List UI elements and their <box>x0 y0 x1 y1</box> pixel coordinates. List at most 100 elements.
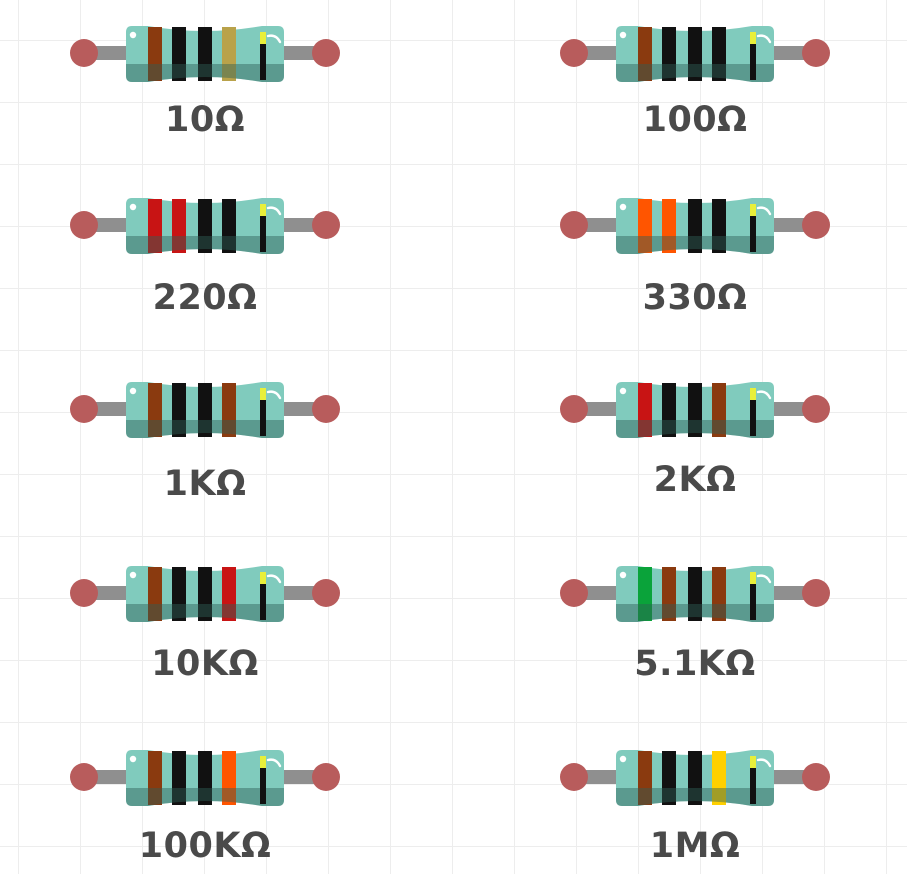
resistor-symbol <box>70 382 340 438</box>
highlight-arc <box>756 390 772 400</box>
resistor-220-ohm: 220Ω <box>60 186 350 318</box>
highlight-arc <box>756 34 772 44</box>
body-shadow <box>126 236 284 254</box>
end-marker <box>260 390 266 436</box>
color-band <box>638 751 652 805</box>
color-band <box>662 27 676 81</box>
resistor-330-ohm: 330Ω <box>550 186 840 318</box>
color-band <box>198 199 212 253</box>
end-marker-tip <box>750 204 756 216</box>
body-shadow <box>126 420 284 438</box>
lead-tip-right <box>802 763 830 791</box>
resistor-symbol <box>70 198 340 254</box>
resistor-symbol <box>560 26 830 82</box>
resistor-symbol <box>70 750 340 806</box>
lead-tip-right <box>312 211 340 239</box>
color-band <box>172 751 186 805</box>
lead-tip-left <box>70 39 98 67</box>
lead-tip-right <box>802 211 830 239</box>
resistance-label: 1KΩ <box>163 464 247 504</box>
highlight-arc <box>266 206 282 216</box>
resistor-10-ohm: 10Ω <box>60 14 350 140</box>
highlight-dot <box>619 571 627 579</box>
color-band <box>638 199 652 253</box>
lead-tip-left <box>560 763 588 791</box>
lead-tip-right <box>312 395 340 423</box>
color-band <box>148 27 162 81</box>
resistor-100k-ohm: 100KΩ <box>60 738 350 866</box>
highlight-dot <box>129 571 137 579</box>
end-marker-tip <box>260 572 266 584</box>
color-band <box>222 383 236 437</box>
end-marker <box>750 390 756 436</box>
highlight-arc <box>266 758 282 768</box>
highlight-dot <box>619 203 627 211</box>
resistance-label: 2KΩ <box>653 460 737 500</box>
color-band <box>222 199 236 253</box>
end-marker-tip <box>260 388 266 400</box>
color-band <box>172 383 186 437</box>
resistor-100-ohm: 100Ω <box>550 14 840 140</box>
highlight-dot <box>129 755 137 763</box>
end-marker-tip <box>260 756 266 768</box>
lead-tip-right <box>312 39 340 67</box>
color-band <box>222 567 236 621</box>
resistor-symbol <box>560 566 830 622</box>
color-band <box>172 199 186 253</box>
resistor-1k-ohm: 1KΩ <box>60 370 350 504</box>
resistor-symbol <box>70 26 340 82</box>
lead-tip-left <box>560 211 588 239</box>
lead-tip-left <box>560 39 588 67</box>
end-marker <box>260 758 266 804</box>
color-band <box>198 567 212 621</box>
color-band <box>688 199 702 253</box>
end-marker <box>750 34 756 80</box>
color-band <box>662 199 676 253</box>
resistance-label: 100KΩ <box>138 826 272 866</box>
body-shadow <box>616 64 774 82</box>
body-shadow <box>126 64 284 82</box>
color-band <box>148 199 162 253</box>
body-shadow <box>616 236 774 254</box>
color-band <box>688 567 702 621</box>
end-marker <box>260 206 266 252</box>
resistance-label: 1MΩ <box>649 826 741 866</box>
color-band <box>712 751 726 805</box>
highlight-arc <box>266 390 282 400</box>
color-band <box>638 567 652 621</box>
resistance-label: 5.1KΩ <box>634 644 756 684</box>
lead-tip-left <box>70 763 98 791</box>
body-shadow <box>616 788 774 806</box>
end-marker-tip <box>260 32 266 44</box>
highlight-arc <box>266 34 282 44</box>
lead-tip-left <box>560 395 588 423</box>
body-shadow <box>126 788 284 806</box>
color-band <box>712 383 726 437</box>
color-band <box>688 27 702 81</box>
end-marker-tip <box>260 204 266 216</box>
highlight-dot <box>129 203 137 211</box>
resistor-symbol <box>560 750 830 806</box>
highlight-arc <box>756 206 772 216</box>
resistor-10k-ohm: 10KΩ <box>60 554 350 684</box>
end-marker-tip <box>750 756 756 768</box>
highlight-arc <box>756 758 772 768</box>
resistance-label: 10Ω <box>165 100 245 140</box>
lead-tip-right <box>312 763 340 791</box>
color-band <box>712 199 726 253</box>
color-band <box>662 383 676 437</box>
end-marker <box>260 574 266 620</box>
end-marker <box>260 34 266 80</box>
lead-tip-left <box>70 579 98 607</box>
resistor-5-1k-ohm: 5.1KΩ <box>550 554 840 684</box>
end-marker <box>750 574 756 620</box>
lead-tip-left <box>560 579 588 607</box>
resistor-symbol <box>70 566 340 622</box>
lead-tip-right <box>802 395 830 423</box>
lead-tip-right <box>802 39 830 67</box>
color-band <box>662 751 676 805</box>
color-band <box>222 751 236 805</box>
lead-tip-left <box>70 395 98 423</box>
end-marker-tip <box>750 32 756 44</box>
end-marker-tip <box>750 572 756 584</box>
